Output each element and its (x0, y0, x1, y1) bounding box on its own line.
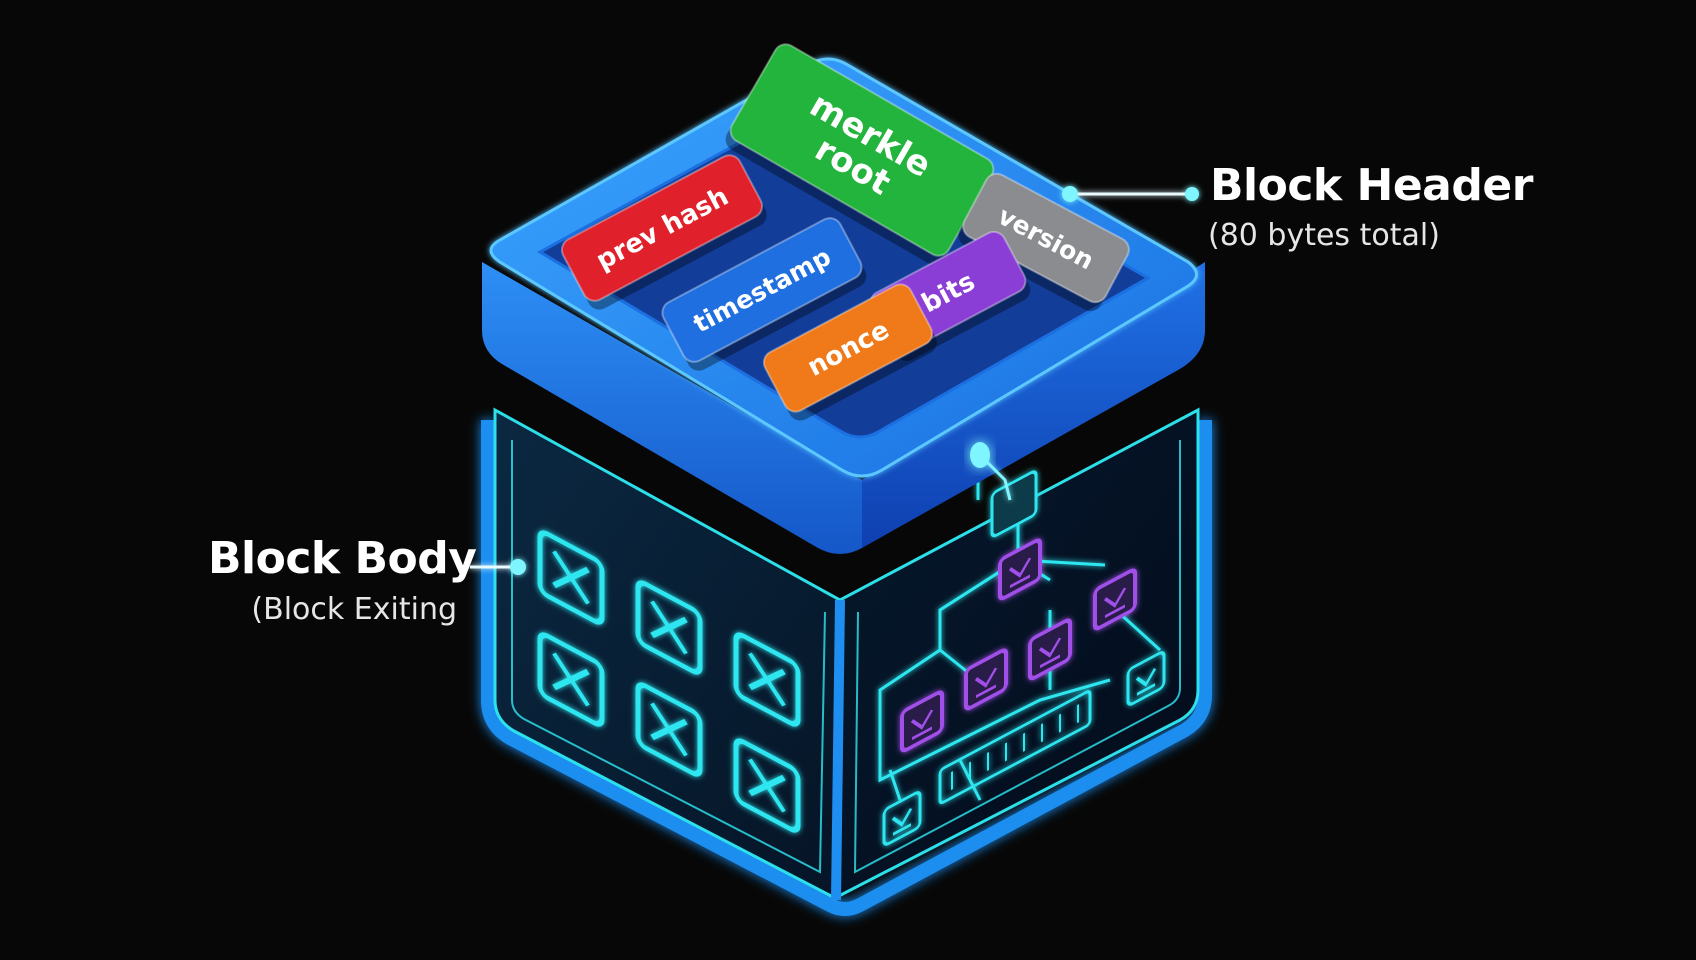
body-connector-dot (510, 559, 526, 575)
field-block (560, 154, 764, 302)
lid-left-side (482, 262, 862, 554)
block-body-subtitle: (Block Exiting (251, 592, 457, 627)
header-connector-dot (1062, 186, 1078, 202)
body-right-face (833, 407, 1200, 901)
merkle-tree (878, 455, 1166, 846)
header-connector-end-dot (1185, 187, 1199, 201)
check-box-icon (882, 791, 922, 846)
transaction-icons (537, 530, 801, 833)
header-field-version: version (958, 172, 1130, 312)
x-box-icon (537, 530, 605, 625)
check-box-icon (1126, 651, 1166, 706)
lid-body-link (978, 453, 1012, 501)
tree-connector (990, 470, 1038, 538)
check-box-icon (1093, 568, 1137, 631)
body-inner-edge-left (511, 440, 826, 874)
leaf-strip (938, 690, 1092, 805)
block-header-title: Block Header (1210, 160, 1533, 211)
x-box-icon (635, 580, 703, 675)
check-box-icon (900, 690, 944, 753)
block-body-title: Block Body (208, 533, 477, 584)
field-block (962, 172, 1130, 304)
block-body-box (481, 407, 1212, 916)
body-left-face (493, 407, 842, 901)
x-box-icon (733, 738, 801, 833)
field-block (661, 217, 863, 363)
header-field-nonce: nonce (762, 283, 937, 421)
field-block (762, 283, 934, 413)
body-inner-edge-right (853, 440, 1181, 874)
x-box-icon (537, 632, 605, 727)
block-header-subtitle: (80 bytes total) (1208, 218, 1440, 253)
check-box-icon (964, 648, 1008, 711)
check-box-icon (998, 538, 1042, 601)
body-frame-glow (481, 420, 1212, 916)
check-box-icon (1028, 618, 1072, 681)
body-front-edge (831, 599, 845, 901)
lid-right-side (862, 262, 1205, 548)
x-box-icon (635, 682, 703, 777)
x-box-icon (733, 632, 801, 727)
label-connectors (470, 186, 1199, 575)
